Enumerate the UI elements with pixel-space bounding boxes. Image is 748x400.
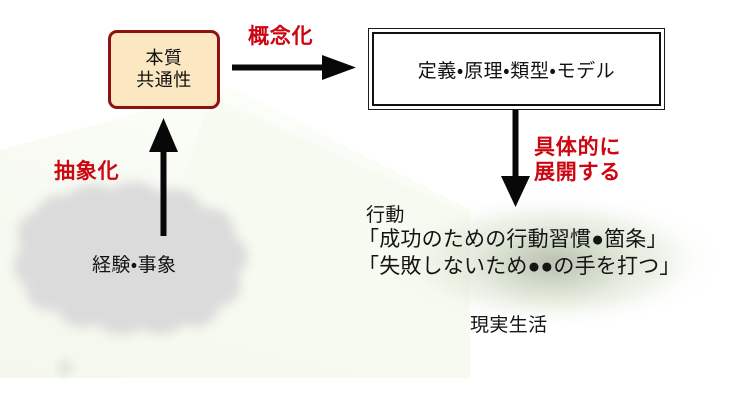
definition-box-inner-border: 定義・原理・類型・モデル [372,32,661,106]
conceptualize-label: 概念化 [248,25,314,48]
action-quotes-block: 「成功のための行動習慣●箇条」 「失敗しないため●●の手を打つ」 [358,226,681,281]
concretize-label-line-1: 具体的に [534,136,622,159]
reallife-ellipse-shape [388,198,718,324]
conceptualize-arrow-icon [232,55,356,80]
definition-box[interactable]: 定義・原理・類型・モデル [368,28,665,110]
essence-box[interactable]: 本質 共通性 [108,30,220,109]
concretize-label-line-2: 展開する [534,160,622,184]
action-quote-line-2: 「失敗しないため●●の手を打つ」 [358,255,681,279]
action-heading-label: 行動 [366,205,405,226]
abstract-label: 抽象化 [54,160,120,183]
definition-box-label: 定義・原理・類型・モデル [417,60,616,82]
watermark-dot [52,355,78,381]
concretize-label: 具体的に 展開する [534,136,621,186]
experience-cloud-shape [14,181,248,335]
essence-line-2: 共通性 [136,69,192,90]
experience-label: 経験・事象 [92,255,177,276]
essence-line-1: 本質 [145,47,183,68]
action-quote-line-1: 「成功のための行動習慣●箇条」 [358,228,668,251]
concretize-arrow-icon [501,110,530,207]
abstract-arrow-icon [149,118,178,236]
reallife-label: 現実生活 [470,315,548,336]
